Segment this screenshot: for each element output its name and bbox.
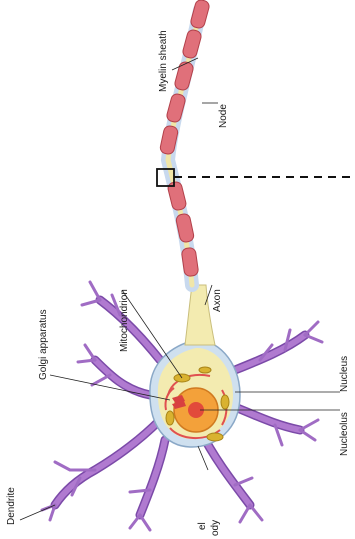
label-axon: Axon — [212, 289, 223, 312]
label-dendrite: Dendrite — [6, 487, 17, 525]
label-nucleus: Nucleus — [339, 356, 350, 392]
label-nucleolus: Nucleolus — [339, 412, 350, 456]
zoom-marker — [157, 169, 355, 186]
label-cell-body-part-1: el — [197, 522, 208, 530]
label-mitochondrion: Mitochondrion — [119, 289, 130, 352]
label-golgi-apparatus: Golgi apparatus — [38, 309, 49, 380]
label-node: Node — [218, 104, 229, 128]
label-cell-body-part-2: ody — [210, 520, 221, 536]
label-myelin-sheath: Myelin sheath — [158, 30, 169, 92]
